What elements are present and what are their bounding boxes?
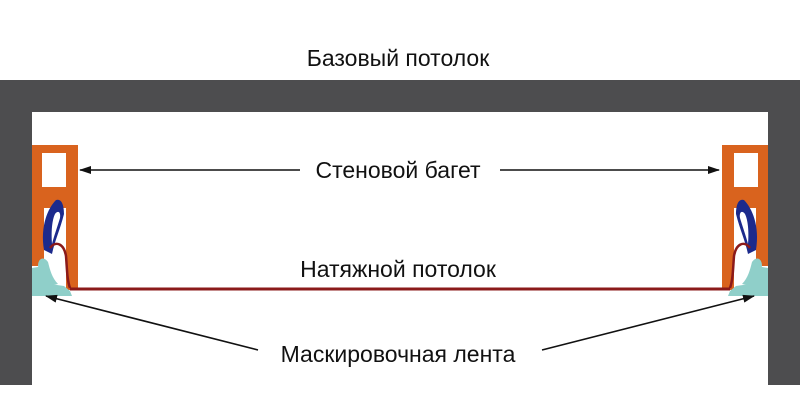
left-tape-fold xyxy=(38,258,58,286)
right-clip-highlight xyxy=(739,211,749,244)
base-ceiling-label: Базовый потолок xyxy=(306,45,490,71)
stretch-ceiling-label: Натяжной потолок xyxy=(300,256,496,282)
right-tape-fold xyxy=(742,258,762,286)
right-membrane-edge xyxy=(728,242,751,289)
tape-arrow-left xyxy=(45,294,259,351)
base-ceiling-frame xyxy=(0,80,800,385)
tape-arrow-right xyxy=(541,294,755,351)
wall-baguette-label: Стеновой багет xyxy=(307,156,489,184)
left-clip-highlight xyxy=(51,211,61,244)
left-membrane-edge xyxy=(49,242,72,289)
masking-tape-label: Маскировочная лента xyxy=(272,340,524,368)
left-baguette-cavity xyxy=(42,153,66,187)
right-baguette-cavity xyxy=(734,153,758,187)
right-wall-baguette xyxy=(722,145,768,296)
left-wall-baguette xyxy=(32,145,78,296)
